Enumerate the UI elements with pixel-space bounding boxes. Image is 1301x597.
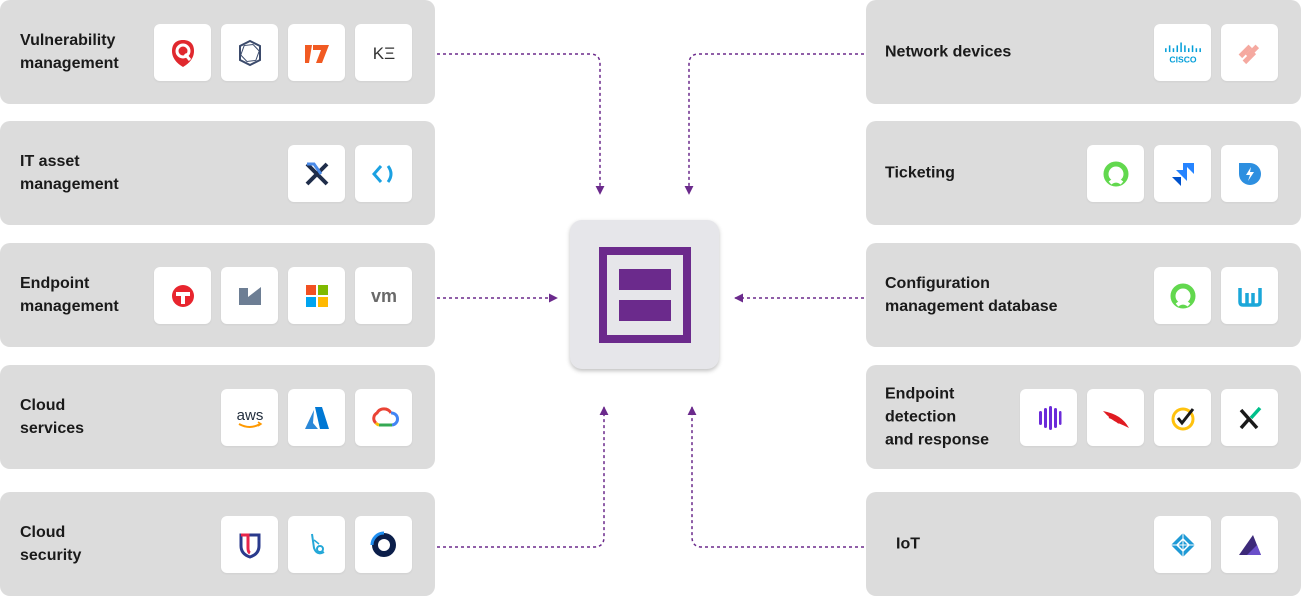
cortex-xdr-icon — [1221, 389, 1278, 446]
lacework-icon — [221, 516, 278, 573]
panel-network-devices: Network devices CISCO — [866, 0, 1301, 104]
palo-alto-icon — [1221, 24, 1278, 81]
panel-label: Ticketing — [885, 164, 955, 182]
device42-icon — [1221, 267, 1278, 324]
wiz-icon — [355, 516, 412, 573]
hub-logo-icon — [599, 247, 691, 343]
panel-label: Network devices — [885, 43, 1012, 61]
lansweeper-icon — [355, 145, 412, 202]
svg-text:CISCO: CISCO — [1169, 54, 1196, 64]
freshservice-icon — [1221, 145, 1278, 202]
norton-icon — [1154, 389, 1211, 446]
panel-cloud-security: Cloud security — [0, 492, 435, 596]
cisco-icon: CISCO — [1154, 24, 1211, 81]
microsoft-icon — [288, 267, 345, 324]
tenable-icon — [221, 24, 278, 81]
connector-cloud-security — [437, 406, 609, 548]
panel-endpoint-management: Endpoint management vm — [0, 243, 435, 347]
panel-label: Vulnerability management — [20, 32, 119, 72]
panel-label: IoT — [896, 535, 920, 553]
svg-text:aws: aws — [236, 407, 263, 424]
orca-icon — [288, 516, 345, 573]
panel-label: Endpoint management — [20, 275, 119, 315]
claroty-icon — [1221, 516, 1278, 573]
central-hub — [570, 220, 719, 369]
sentinelone-icon — [1020, 389, 1077, 446]
svg-text:vm: vm — [370, 286, 396, 306]
servicenow-icon — [1087, 145, 1144, 202]
connector-vulnerability — [437, 53, 605, 195]
panel-label: IT asset management — [20, 153, 119, 193]
panel-label: Cloud security — [20, 524, 82, 564]
panel-label: Cloud services — [20, 397, 85, 437]
panel-edr: Endpoint detection and response — [866, 365, 1301, 469]
crowdstrike-icon — [1087, 389, 1144, 446]
panel-iot: IoT — [866, 492, 1301, 596]
google-cloud-icon — [355, 389, 412, 446]
jira-icon — [1154, 145, 1211, 202]
svg-text:KΞ: KΞ — [372, 44, 394, 63]
aws-icon: aws — [221, 389, 278, 446]
servicenow-cmdb-icon — [1154, 267, 1211, 324]
panel-cloud-services: Cloud services aws — [0, 365, 435, 469]
axonius-icon — [288, 145, 345, 202]
jamf-icon — [221, 267, 278, 324]
panel-label: Configuration management database — [885, 275, 1058, 315]
kenna-icon: KΞ — [355, 24, 412, 81]
rapid7-icon — [288, 24, 345, 81]
vmware-icon: vm — [355, 267, 412, 324]
panel-it-asset-management: IT asset management — [0, 121, 435, 225]
panel-vulnerability-management: Vulnerability management KΞ — [0, 0, 435, 104]
armis-icon — [1154, 516, 1211, 573]
panel-cmdb: Configuration management database — [866, 243, 1301, 347]
panel-label: Endpoint detection and response — [885, 385, 990, 449]
connector-iot — [687, 406, 864, 548]
connector-network — [684, 53, 864, 195]
azure-icon — [288, 389, 345, 446]
qualys-icon — [154, 24, 211, 81]
tanium-icon — [154, 267, 211, 324]
panel-ticketing: Ticketing — [866, 121, 1301, 225]
